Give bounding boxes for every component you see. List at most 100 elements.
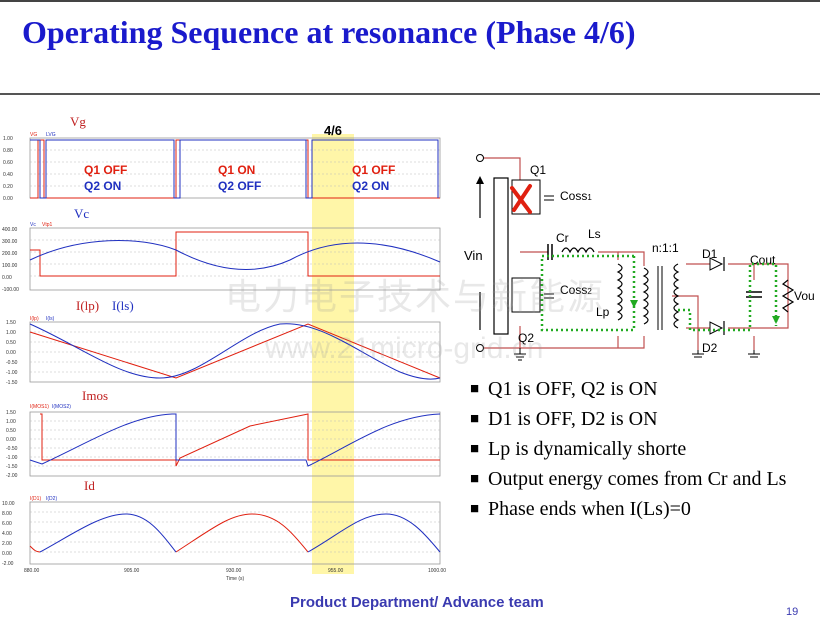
phase-highlight [312, 134, 354, 574]
vg-legend-1: VG [30, 132, 37, 138]
vg-frame [29, 137, 441, 199]
coss1-label: Coss1 [560, 189, 592, 203]
ilp-grid [30, 331, 440, 373]
ilp-legend-1: I(lp) [30, 316, 39, 322]
id-title: Id [84, 478, 95, 493]
imos-title: Imos [82, 388, 108, 403]
id-ytick: 0.00 [2, 551, 12, 557]
vc-ytick: 0.00 [2, 275, 12, 281]
ls-inductor [561, 247, 595, 254]
ilp-ytick: -1.00 [6, 370, 18, 376]
ilp-ytick: 0.00 [6, 350, 16, 356]
bullet-item: Q1 is OFF, Q2 is ON [470, 374, 820, 404]
vg-seg1-q2: Q2 ON [84, 179, 121, 193]
vc-yticks: 400.00 300.00 200.00 100.00 0.00 -100.00 [2, 227, 19, 293]
ground-icon [514, 348, 526, 361]
vg-ytick: 0.60 [3, 160, 13, 166]
ilp-yticks: 1.50 1.00 0.50 0.00 -0.50 -1.00 -1.50 [6, 320, 18, 386]
vout-label: Vou [794, 289, 815, 303]
vg-ytick: 1.00 [3, 136, 13, 142]
ils-title: I(ls) [112, 298, 134, 313]
bullet-item: Phase ends when I(Ls)=0 [470, 494, 820, 524]
vc-ytick: 400.00 [2, 227, 18, 233]
id-ytick: 6.00 [2, 521, 12, 527]
transformer-secondary [673, 263, 680, 329]
id-xticks: 880.00 905.00 930.00 955.00 1000.00 [24, 568, 446, 574]
page-number: 19 [786, 606, 799, 618]
watermark-url: www.21micro-grid.cn [265, 332, 544, 365]
imos-legend-1: I(MOS1) [30, 404, 49, 410]
ls-label: Ls [588, 227, 601, 241]
id-xtick: 905.00 [124, 568, 140, 574]
vc-legend-1: Vc [30, 222, 36, 228]
ground-icon [692, 350, 704, 358]
imos-ytick: -1.00 [6, 455, 18, 461]
d2-label: D2 [702, 341, 718, 355]
watermark-cn: 电力电子技术与新能源 [225, 276, 606, 317]
q2-label: Q2 [518, 331, 534, 345]
vc-ytick: 100.00 [2, 263, 18, 269]
bullet-item: Lp is dynamically shorte [470, 434, 820, 464]
bullet-item: D1 is OFF, D2 is ON [470, 404, 820, 434]
vg-traces [30, 139, 440, 199]
vg-seg1-q1: Q1 OFF [84, 163, 127, 177]
ground-icon [748, 350, 760, 358]
vg-yticks: 1.00 0.80 0.60 0.40 0.20 0.00 [3, 136, 13, 202]
imos-frame [29, 411, 441, 477]
id-xtick: 955.00 [328, 568, 344, 574]
id-yticks: 10.00 8.00 6.00 4.00 2.00 0.00 -2.00 [2, 501, 15, 567]
imos-ytick: 1.50 [6, 410, 16, 416]
id-traces [29, 513, 441, 553]
bullet-list: Q1 is OFF, Q2 is ON D1 is OFF, D2 is ON … [470, 374, 820, 524]
vin-label: Vin [464, 248, 483, 263]
footer-text: Product Department/ Advance team [290, 594, 544, 611]
ilp-ytick: 1.50 [6, 320, 16, 326]
imos-legend-2: I(MOS2) [52, 404, 71, 410]
vc-legend-2: Vtp1 [42, 222, 53, 228]
id-ytick: 8.00 [2, 511, 12, 517]
current-flow-path [540, 254, 778, 332]
id-legend-1: I(D1) [30, 496, 41, 502]
d1-label: D1 [702, 247, 718, 261]
ilp-title: I(lp) [76, 298, 99, 313]
title-rule [0, 93, 820, 95]
waveform-plots: 4/6 Vg VG LVG 1.00 0.80 0.60 0.40 0.20 0… [2, 114, 446, 582]
coss1-main: Coss [560, 189, 587, 203]
phase-label: 4/6 [324, 123, 342, 138]
imos-grid [30, 420, 440, 467]
top-border [0, 0, 820, 2]
coss2-main: Coss [560, 283, 587, 297]
vg-grid [30, 149, 440, 187]
vc-frame [29, 227, 441, 291]
lp-label: Lp [596, 305, 610, 319]
id-grid [30, 511, 440, 553]
vg-seg3-q1: Q1 OFF [352, 163, 395, 177]
slide-title: Operating Sequence at resonance (Phase 4… [22, 14, 636, 50]
id-ytick: 4.00 [2, 531, 12, 537]
id-ytick: -2.00 [2, 561, 14, 567]
id-legend-2: I(D2) [46, 496, 57, 502]
d2-diode [709, 321, 724, 335]
cout-label: Cout [750, 253, 776, 267]
ilp-legend-2: I(ls) [46, 316, 55, 322]
flow-arrow-icon [630, 300, 638, 308]
vg-legend-2: LVG [46, 132, 56, 138]
d1-diode [709, 257, 724, 271]
vin-source [493, 177, 509, 335]
imos-ytick: -1.50 [6, 464, 18, 470]
q2-mosfet [511, 277, 541, 313]
bullet-item: Output energy comes from Cr and Ls [470, 464, 820, 494]
id-frame [29, 501, 441, 565]
id-xtick: 930.00 [226, 568, 242, 574]
coss1-sub: 1 [587, 193, 592, 202]
turns-ratio-label: n:1:1 [652, 241, 679, 255]
imos-ytick: 0.50 [6, 428, 16, 434]
q1-label: Q1 [530, 163, 546, 177]
vg-seg2-q1: Q1 ON [218, 163, 255, 177]
load-resistor [781, 279, 795, 313]
vg-ytick: 0.80 [3, 148, 13, 154]
vg-seg2-q2: Q2 OFF [218, 179, 261, 193]
vc-traces [29, 231, 441, 277]
id-xtick: 880.00 [24, 568, 40, 574]
vc-ytick: -100.00 [2, 287, 19, 293]
